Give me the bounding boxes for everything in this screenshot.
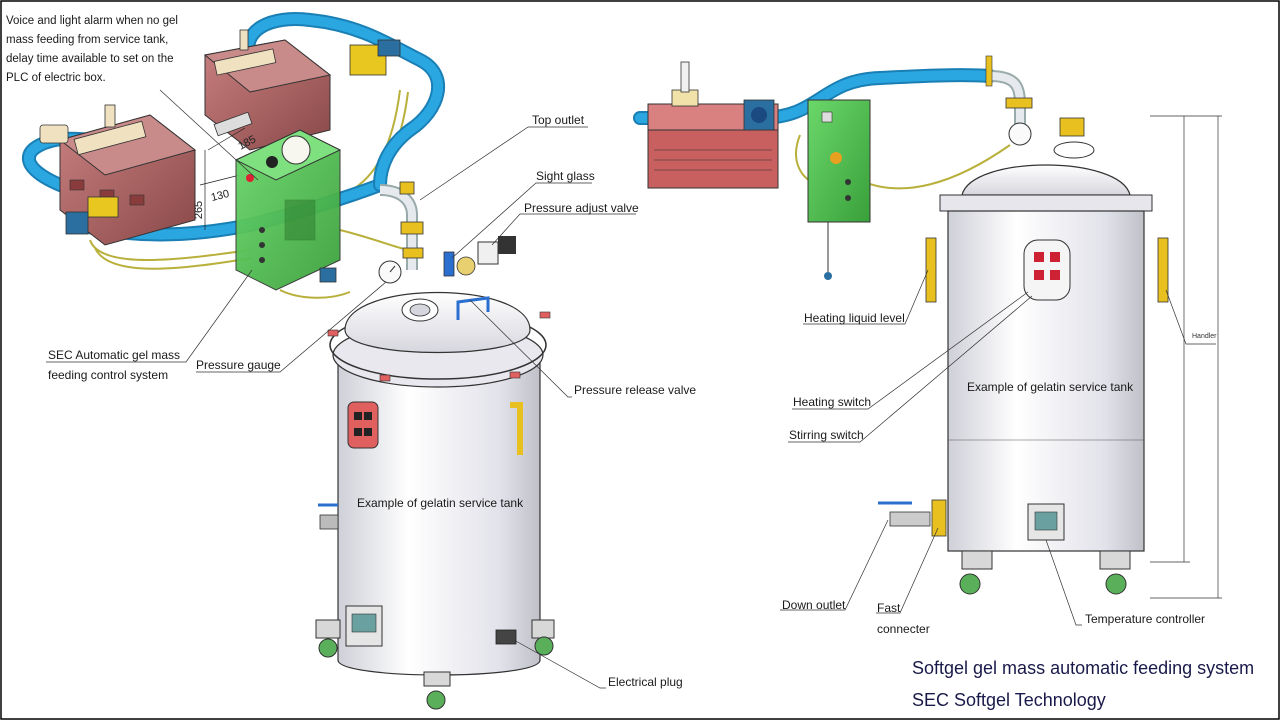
- fast-connecter-label-line1: Fast: [877, 601, 901, 615]
- service-tank-left: [315, 236, 555, 710]
- dimension-lines: [199, 127, 246, 230]
- tank-right-label: Example of gelatin service tank: [967, 380, 1134, 394]
- solenoid-valve-left: [65, 196, 119, 235]
- sight-glass-label: Sight glass: [536, 169, 595, 183]
- top-outlet-pipe: [379, 181, 424, 270]
- gel-pump-left-upper: [203, 29, 332, 151]
- down-outlet-label: Down outlet: [782, 598, 846, 612]
- leader-lines: [46, 89, 1216, 689]
- fast-connecter-label-line2: connecter: [877, 622, 930, 636]
- footer-title: Softgel gel mass automatic feeding syste…: [912, 658, 1255, 678]
- handler-label: Handler: [1192, 333, 1217, 340]
- electrical-plug-label: Electrical plug: [608, 675, 683, 689]
- control-box-left: [234, 129, 342, 291]
- footer-company: SEC Softgel Technology: [912, 690, 1106, 710]
- tank-left-label: Example of gelatin service tank: [357, 496, 524, 510]
- pressure-adjust-valve-label: Pressure adjust valve: [524, 201, 639, 215]
- control-box-right: [807, 99, 871, 280]
- top-outlet-label: Top outlet: [532, 113, 585, 127]
- heated-hose-right: [633, 68, 997, 125]
- gel-pump-right: [647, 61, 779, 189]
- top-outlet-pipe-right: [985, 55, 1085, 146]
- pressure-gauge-label: Pressure gauge: [196, 358, 281, 372]
- gel-pump-left-lower: [39, 104, 197, 246]
- stirring-switch-label: Stirring switch: [789, 428, 864, 442]
- sec-control-label-line2: feeding control system: [48, 368, 169, 382]
- temperature-controller-label: Temperature controller: [1085, 612, 1206, 626]
- service-tank-right: [878, 115, 1222, 599]
- pressure-release-valve-label: Pressure release valve: [574, 383, 697, 397]
- solenoid-valve-top: [349, 39, 401, 76]
- heating-switch-label: Heating switch: [793, 395, 872, 409]
- dimension-265: 265: [193, 200, 206, 220]
- sec-control-label-line1: SEC Automatic gel mass: [48, 348, 181, 362]
- alarm-note: Voice and light alarm when no gel mass f…: [6, 15, 178, 84]
- heating-liquid-level-label: Heating liquid level: [804, 311, 905, 325]
